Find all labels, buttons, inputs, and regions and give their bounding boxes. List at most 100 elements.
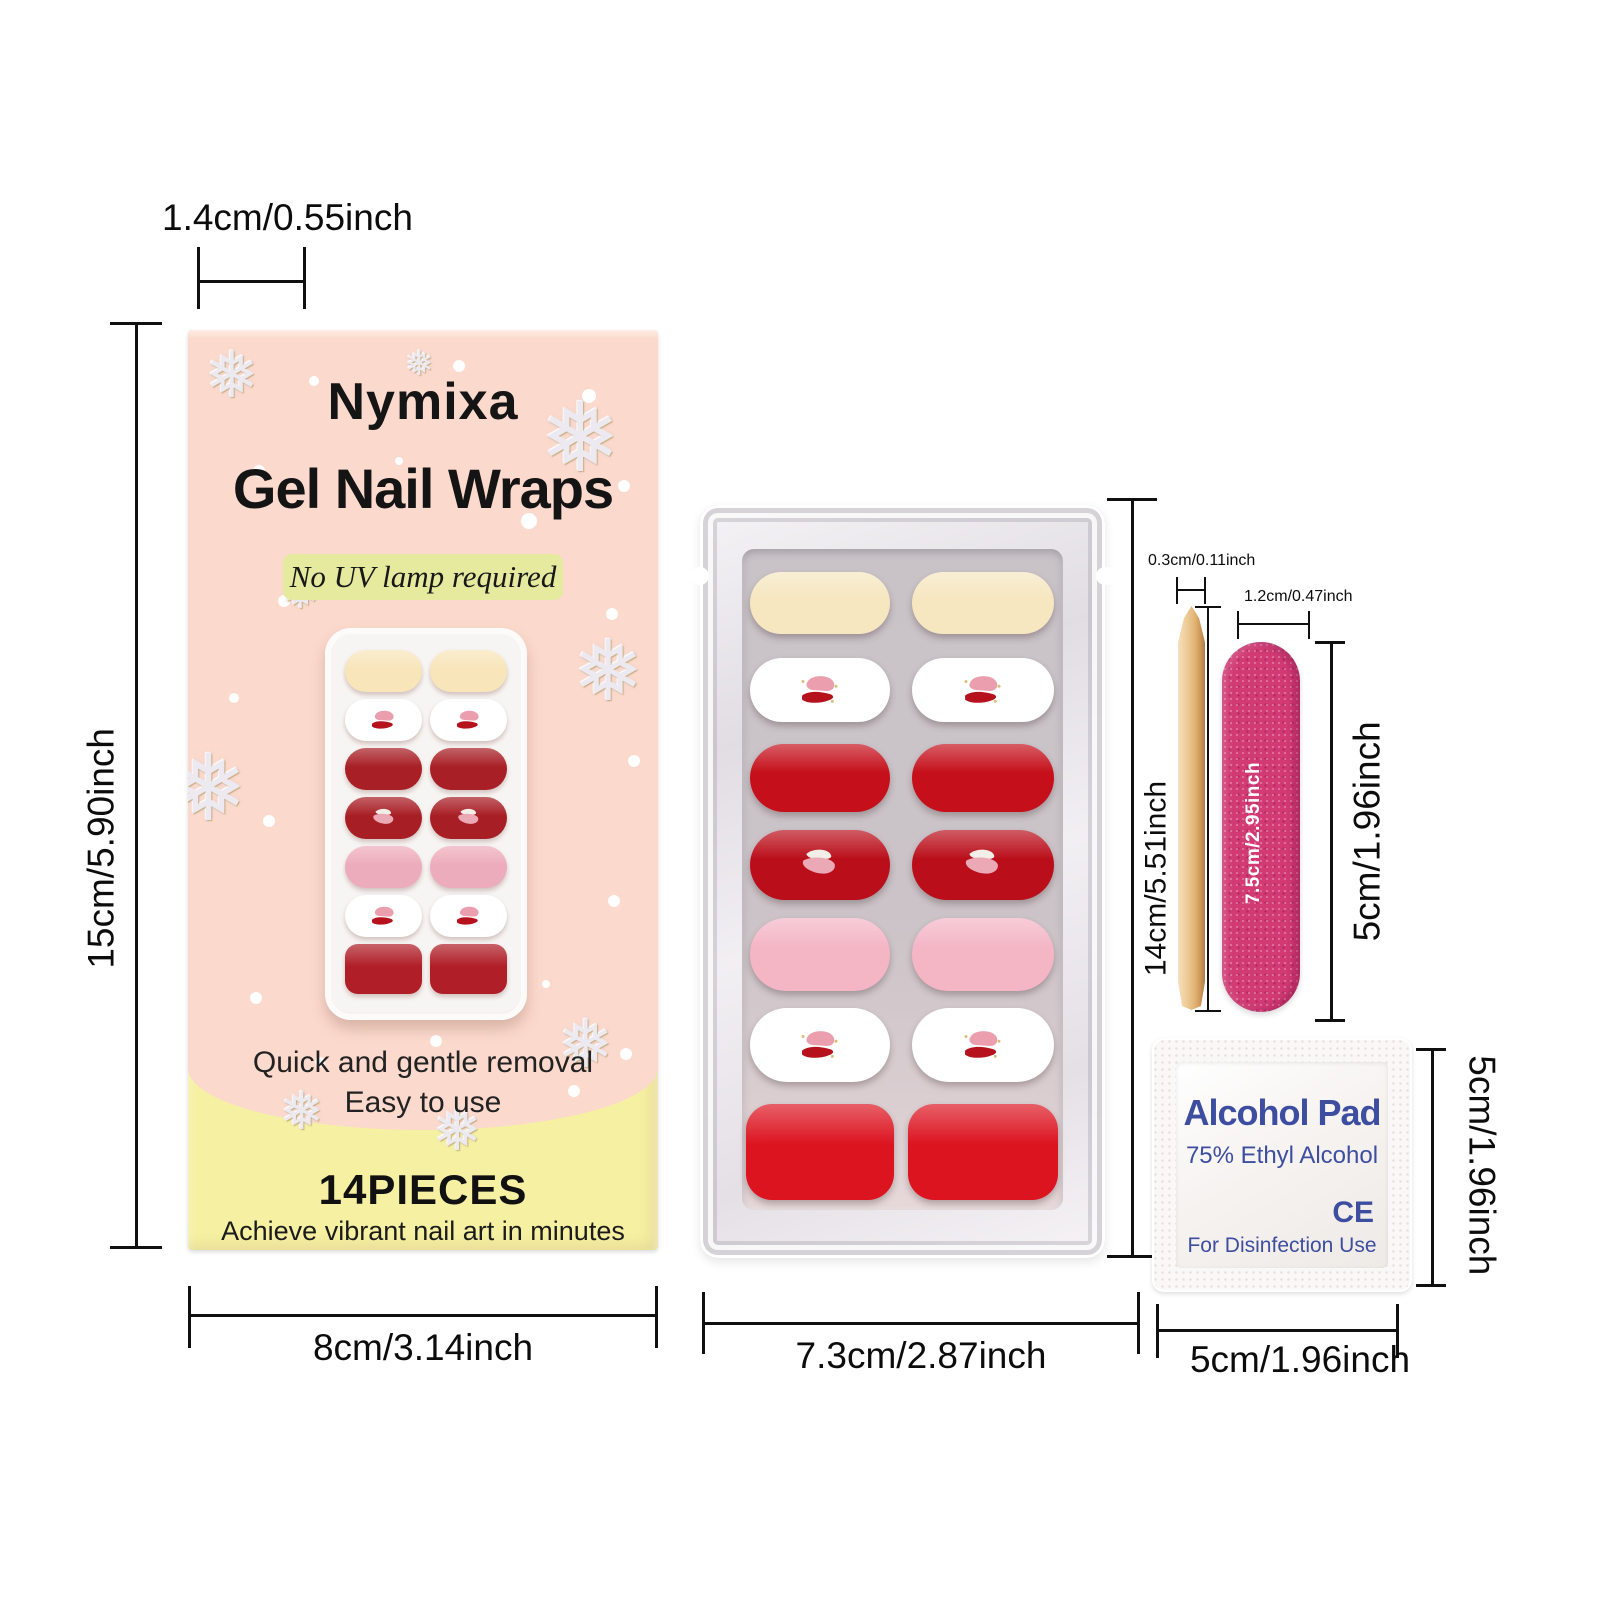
pad-title: Alcohol Pad [1183, 1092, 1381, 1133]
nail-wrap [430, 797, 507, 839]
dim-line [1207, 607, 1209, 1012]
dim-box-flap-label: 1.4cm/0.55inch [162, 197, 413, 238]
dim-tray-height-label: 14cm/5.51inch [1139, 780, 1173, 977]
santa-graphic [430, 895, 507, 937]
nail-wrap [345, 650, 422, 692]
dim-line [1176, 589, 1206, 591]
nail-wrap [345, 895, 422, 937]
dim-line [188, 1314, 658, 1317]
nail-wrap [430, 650, 507, 692]
santa-graphic [430, 699, 507, 741]
nail-wrap [345, 846, 422, 888]
dim-tick [303, 247, 306, 309]
nail-wrap [430, 895, 507, 937]
feature-text: Quick and gentle removal [252, 1046, 594, 1079]
box-window [325, 628, 527, 1020]
nail-wrap [912, 744, 1054, 812]
alcohol-pad-inner: Alcohol Pad 75% Ethyl Alcohol CE For Dis… [1176, 1062, 1388, 1268]
santa-graphic [750, 1008, 890, 1082]
pieces-count: 14PIECES [318, 1166, 528, 1213]
nail-wrap [912, 1008, 1054, 1082]
nail-wrap [345, 944, 422, 994]
santa-graphic [912, 658, 1054, 722]
dim-line [135, 324, 138, 1249]
dim-tick [197, 247, 200, 309]
dim-file-width-label: 1.2cm/0.47inch [1244, 588, 1353, 605]
dim-tick [1416, 1284, 1446, 1287]
tagline: Achieve vibrant nail art in minutes [221, 1216, 625, 1246]
nail-wrap [430, 748, 507, 790]
nail-wrap [750, 744, 890, 812]
dim-tick [1308, 611, 1310, 639]
product-box: ❅ ❅ ❅ ❅ ❅ ❅ ❅ ❅ ❅ Nymixa Gel Nail Wraps … [188, 330, 658, 1250]
pad-subtitle: 75% Ethyl Alcohol [1185, 1142, 1379, 1169]
santa-graphic [345, 699, 422, 741]
nail-wrap [908, 1104, 1058, 1200]
nail-wrap [430, 699, 507, 741]
snowflake-icon: ❅ [280, 1083, 324, 1141]
dim-tick [655, 1286, 658, 1348]
nail-wrap [345, 797, 422, 839]
dim-line [197, 280, 306, 283]
snowflake-icon: ❅ [573, 624, 644, 718]
beard-graphic [430, 797, 507, 839]
dim-tick [1195, 1010, 1221, 1012]
nail-wrap [345, 699, 422, 741]
dim-stick-width-label: 0.3cm/0.11inch [1148, 552, 1256, 569]
dim-tick [1315, 1019, 1345, 1022]
beard-graphic [750, 830, 890, 900]
beard-graphic [912, 830, 1054, 900]
santa-graphic [345, 895, 422, 937]
feature-text: Easy to use [344, 1086, 502, 1119]
dim-tick [1107, 498, 1157, 501]
nail-wrap [750, 830, 890, 900]
dim-tick [1237, 611, 1239, 639]
box-top-edge [188, 330, 658, 339]
product-title: Gel Nail Wraps [232, 457, 614, 520]
snowflake-icon: ❅ [205, 339, 259, 411]
dim-tick [1107, 1255, 1157, 1258]
no-uv-banner: No UV lamp required [283, 554, 563, 600]
file-length-label: 7.5cm/2.95inch [1243, 761, 1264, 905]
dim-line [1156, 1329, 1399, 1332]
santa-graphic [750, 658, 890, 722]
brand-name: Nymixa [327, 373, 519, 431]
snowflake-icon: ❅ [433, 1098, 482, 1163]
nail-wrap [912, 658, 1054, 722]
dim-tick [1315, 641, 1345, 644]
tray-notch [691, 567, 709, 585]
dim-tick [1195, 606, 1221, 608]
cuticle-stick [1178, 606, 1205, 1010]
nail-wrap [430, 944, 507, 994]
dim-line [1131, 500, 1134, 1258]
dim-line [1237, 623, 1310, 625]
dim-box-height-label: 15cm/5.90inch [80, 728, 122, 969]
dim-line [702, 1322, 1140, 1325]
pad-usage: For Disinfection Use [1187, 1234, 1377, 1257]
nail-wrap [750, 658, 890, 722]
santa-graphic [912, 1008, 1054, 1082]
dim-tick [110, 322, 162, 325]
nail-wrap [912, 830, 1054, 900]
nail-wrap [750, 1008, 890, 1082]
nail-wrap [912, 572, 1054, 634]
dim-tray-width-label: 7.3cm/2.87inch [795, 1335, 1047, 1376]
snowflake-icon: ❅ [405, 345, 434, 383]
snowflake-icon: ❅ [540, 385, 621, 492]
dim-tick [110, 1246, 162, 1249]
snowflake-icon: ❅ [188, 738, 248, 840]
nail-file: 7.5cm/2.95inch [1222, 642, 1300, 1012]
nail-wrap [750, 918, 890, 991]
nail-wrap [750, 572, 890, 634]
tray-notch [1096, 567, 1114, 585]
nail-wrap [345, 748, 422, 790]
beard-graphic [345, 797, 422, 839]
nail-wrap [746, 1104, 894, 1200]
dim-line [1431, 1050, 1434, 1287]
nail-wrap [430, 846, 507, 888]
nail-wrap-tray [691, 505, 1114, 1258]
dim-pad-height-label: 5cm/1.96inch [1461, 1055, 1503, 1276]
snowflake-icon: ❅ [558, 1007, 614, 1081]
alcohol-pad: Alcohol Pad 75% Ethyl Alcohol CE For Dis… [1152, 1038, 1412, 1292]
